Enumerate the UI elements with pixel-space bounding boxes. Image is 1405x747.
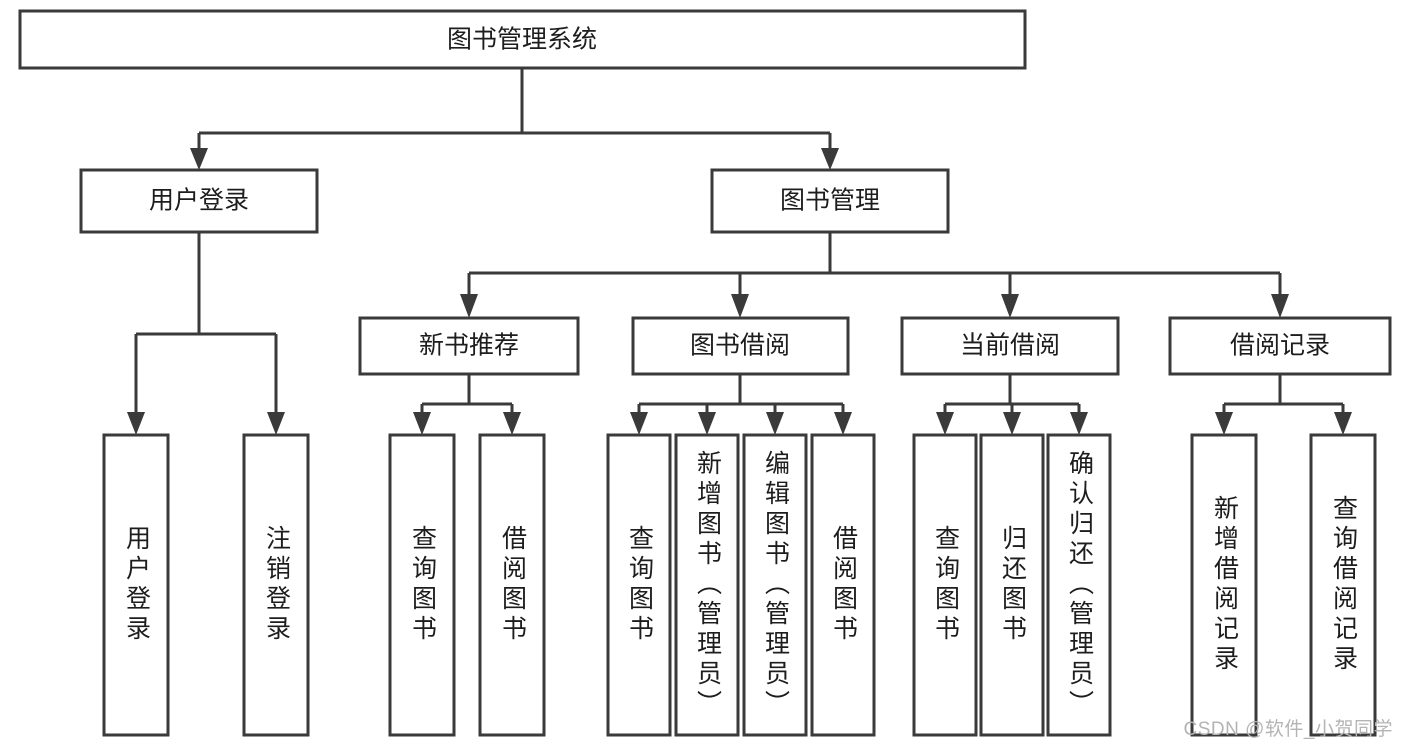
node-borrow-record-label: 借阅记录 (1230, 332, 1330, 360)
arrow-head-bb-leaf-4 (834, 412, 852, 435)
arrow-head-br-leaf-2 (1334, 412, 1352, 435)
leaf-box-user-login-1[interactable] (242, 433, 310, 737)
arrow-head-nb-leaf-1 (413, 412, 431, 435)
node-borrow-record-box[interactable] (1168, 316, 1392, 376)
leaf-box-new-book-1[interactable] (478, 433, 546, 737)
leaf-box-book-borrow-1[interactable] (674, 433, 740, 737)
arrow-head-bb-leaf-2 (698, 412, 716, 435)
connector-group (127, 68, 1352, 435)
node-new-book[interactable]: 新书推荐 (358, 316, 580, 376)
node-user-login-box[interactable] (79, 168, 319, 234)
node-book-borrow[interactable]: 图书借阅 (631, 316, 850, 376)
node-user-login[interactable]: 用户登录 (79, 168, 319, 234)
node-user-login-label: 用户登录 (149, 187, 249, 215)
node-current-borrow-label: 当前借阅 (960, 332, 1060, 360)
leaf-box-current-borrow-1[interactable] (979, 433, 1045, 737)
node-root-label: 图书管理系统 (447, 26, 597, 54)
watermark: CSDN @软件_小贺同学 (1183, 719, 1393, 740)
node-new-book-box[interactable] (358, 316, 580, 376)
leaf-box-new-book-0[interactable] (388, 433, 456, 737)
arrow-head-new-book (460, 294, 478, 318)
leaf-box-book-borrow-0[interactable] (606, 433, 672, 737)
node-new-book-label: 新书推荐 (419, 332, 519, 360)
arrow-head-current-borrow (1001, 294, 1019, 318)
leaf-box-book-borrow-3[interactable] (810, 433, 876, 737)
node-book-manage-label: 图书管理 (780, 187, 880, 215)
leaf-box-current-borrow-2[interactable] (1046, 433, 1112, 737)
arrow-head-leaf-user-login (127, 412, 145, 435)
node-current-borrow-box[interactable] (900, 316, 1120, 376)
leaf-box-borrow-record-1[interactable] (1309, 433, 1377, 737)
node-book-borrow-box[interactable] (631, 316, 850, 376)
node-book-borrow-label: 图书借阅 (690, 332, 790, 360)
node-book-manage[interactable]: 图书管理 (710, 168, 950, 234)
arrow-head-cb-leaf-2 (1003, 412, 1021, 435)
arrow-head-book-manage (821, 148, 839, 170)
node-book-manage-box[interactable] (710, 168, 950, 234)
leaf-box-book-borrow-2[interactable] (742, 433, 808, 737)
arrow-head-bb-leaf-3 (766, 412, 784, 435)
arrow-head-br-leaf-1 (1215, 412, 1233, 435)
arrow-head-leaf-logout (267, 412, 285, 435)
arrow-head-cb-leaf-1 (936, 412, 954, 435)
arrow-head-book-borrow (731, 294, 749, 318)
arrow-head-bb-leaf-1 (630, 412, 648, 435)
arrow-head-nb-leaf-2 (503, 412, 521, 435)
leaf-box-user-login-0[interactable] (102, 433, 170, 737)
node-root-box[interactable] (18, 9, 1027, 70)
arrow-head-borrow-record (1271, 294, 1289, 318)
node-root[interactable]: 图书管理系统 (18, 9, 1027, 70)
node-current-borrow[interactable]: 当前借阅 (900, 316, 1120, 376)
arrow-head-cb-leaf-3 (1070, 412, 1088, 435)
leaf-box-current-borrow-0[interactable] (912, 433, 978, 737)
arrow-head-user-login (190, 148, 208, 170)
leaf-box-borrow-record-0[interactable] (1190, 433, 1258, 737)
node-borrow-record[interactable]: 借阅记录 (1168, 316, 1392, 376)
